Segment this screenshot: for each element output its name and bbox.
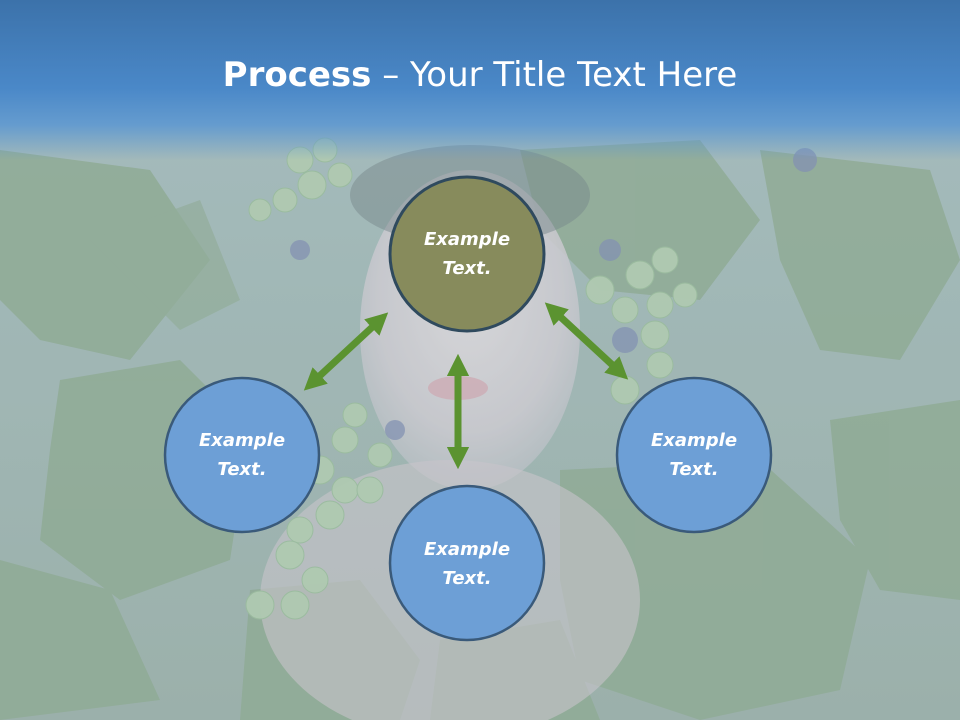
node-circle-top[interactable] [388,175,546,333]
title-separator: – [371,55,411,95]
title-bar [0,0,960,160]
title-bold-word: Process [222,55,372,95]
node-text-left-line1: Example [198,430,286,451]
node-text-bottom-line1: Example [423,539,511,560]
node-text-right-line2: Text. [669,459,719,480]
arrow-top-right [544,302,629,380]
node-text-right-line1: Example [650,430,738,451]
node-text-top-line2: Text. [442,258,492,279]
node-text-bottom-line2: Text. [442,568,492,589]
arrow-top-left [303,312,389,391]
slide-title: Process – Your Title Text Here [0,52,960,98]
node-text-bottom: Example Text. [392,535,542,593]
node-text-top-line1: Example [423,229,511,250]
node-circle-left[interactable] [163,376,321,534]
node-circle-right[interactable] [615,376,773,534]
node-text-left-line2: Text. [217,459,267,480]
title-rest: Your Title Text Here [410,55,738,95]
node-circle-bottom[interactable] [388,484,546,642]
node-text-top: Example Text. [392,225,542,283]
node-text-right: Example Text. [619,426,769,484]
node-text-left: Example Text. [167,426,317,484]
